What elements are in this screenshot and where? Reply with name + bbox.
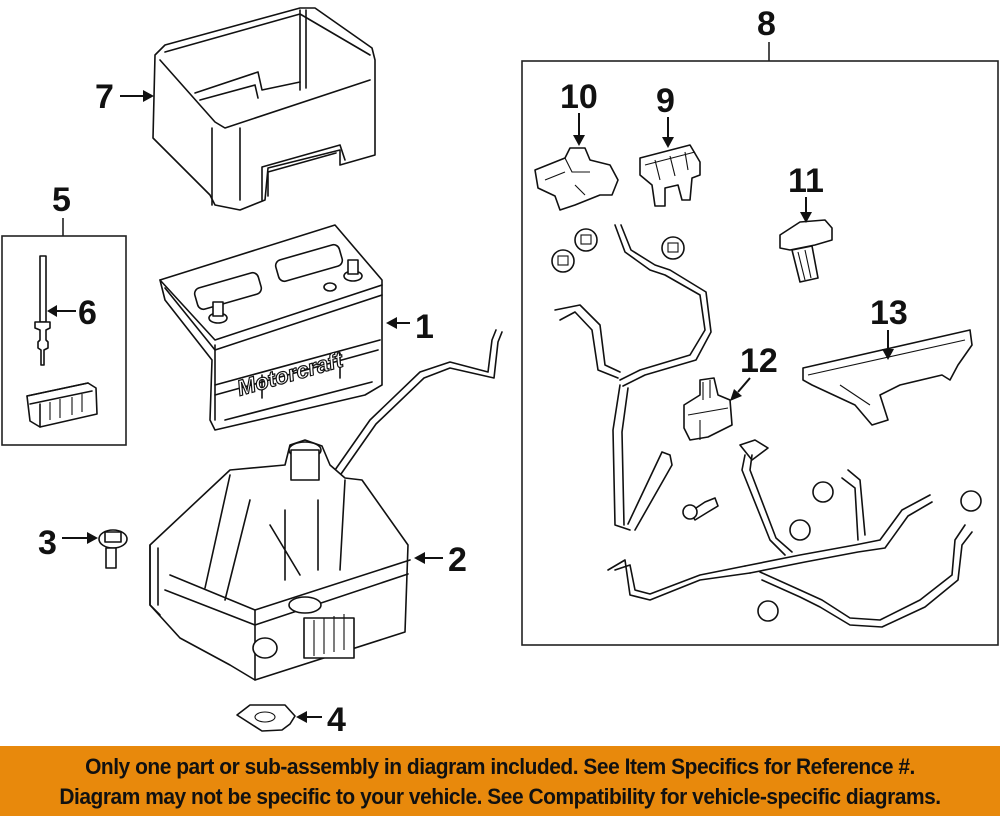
arrow-icon [47, 305, 57, 317]
part-11-sensor[interactable] [779, 219, 833, 283]
callout-label-13: 13 [870, 294, 908, 332]
part-3-bolt[interactable] [98, 529, 128, 569]
disclaimer-banner: Only one part or sub-assembly in diagram… [0, 746, 1000, 816]
arrow-icon [662, 137, 674, 148]
callout-label-10: 10 [560, 78, 598, 116]
part-13-harness-bracket[interactable] [802, 329, 973, 426]
callout-label-8: 8 [757, 5, 776, 43]
callout-3: 3 [38, 524, 98, 562]
callout-label-9: 9 [656, 82, 675, 120]
part-10-terminal-clamp[interactable] [534, 147, 619, 211]
part-9-terminal-cover[interactable] [639, 144, 701, 207]
callout-12: 12 [730, 342, 778, 401]
harness-nuts[interactable] [551, 228, 982, 622]
callout-label-3: 3 [38, 524, 57, 562]
disclaimer-line-1: Only one part or sub-assembly in diagram… [85, 754, 915, 779]
callout-1: 1 [386, 308, 434, 346]
harness-bolt[interactable] [682, 497, 719, 521]
callout-label-11: 11 [788, 162, 824, 200]
part-5-hold-down-kit[interactable] [1, 218, 127, 446]
arrow-icon [573, 135, 585, 146]
callout-11: 11 [788, 162, 824, 223]
parts-diagram: 7 5 6 [1, 5, 999, 739]
callout-4: 4 [296, 701, 346, 739]
callout-7: 7 [95, 78, 154, 116]
part-2-battery-tray[interactable] [149, 439, 411, 681]
disclaimer-line-2: Diagram may not be specific to your vehi… [59, 784, 941, 809]
part-12-junction-block[interactable] [683, 377, 733, 441]
battery-cable[interactable] [334, 329, 503, 475]
callout-13: 13 [870, 294, 908, 360]
arrow-icon [386, 317, 397, 329]
arrow-icon [800, 212, 812, 223]
callout-5: 5 [52, 181, 71, 219]
arrow-icon [882, 349, 894, 360]
arrow-icon [730, 389, 742, 401]
arrow-icon [414, 552, 425, 564]
callout-2: 2 [414, 541, 467, 579]
arrow-icon [296, 711, 307, 723]
callout-label-7: 7 [95, 78, 114, 116]
callout-8: 8 [757, 5, 776, 43]
part-7-insulator-box[interactable] [152, 7, 376, 211]
part-8-harness-box [521, 42, 999, 646]
callout-label-1: 1 [415, 308, 434, 346]
callout-label-4: 4 [327, 701, 346, 739]
callout-label-5: 5 [52, 181, 71, 219]
callout-label-6: 6 [78, 294, 97, 332]
arrow-icon [143, 90, 154, 102]
part-4-bracket[interactable] [236, 704, 296, 732]
callout-10: 10 [560, 78, 598, 146]
callout-9: 9 [656, 82, 675, 148]
part-1-battery[interactable]: Motorcraft [159, 224, 383, 431]
callout-label-12: 12 [740, 342, 778, 380]
callout-label-2: 2 [448, 541, 467, 579]
callout-6: 6 [47, 294, 97, 332]
harness-wiring[interactable] [554, 224, 973, 628]
arrow-icon [87, 532, 98, 544]
